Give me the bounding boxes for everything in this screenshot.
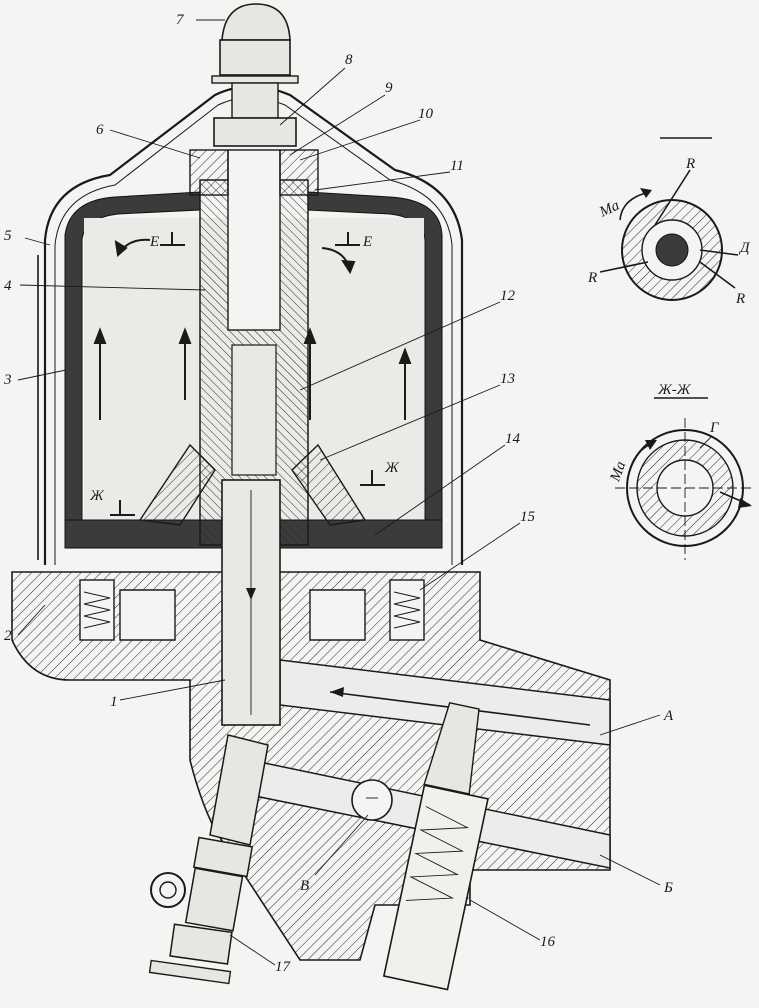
callout-1: 1 (110, 694, 118, 710)
section-top-view (599, 169, 739, 301)
drain-nut (192, 836, 254, 878)
section-top-m: Ma (596, 198, 622, 221)
base-cavity-right (309, 589, 366, 641)
flow-arrowhead-a (330, 687, 344, 697)
callout-6: 6 (96, 122, 104, 138)
axle-down-arrow (246, 588, 256, 600)
stud (231, 82, 279, 119)
bearing-left (189, 149, 229, 196)
section-top-r-right: R (735, 291, 745, 307)
channel-labels: А Б В (300, 708, 674, 896)
pressure-valve-spring (405, 806, 470, 901)
channel-v-label: В (300, 878, 309, 894)
section-marks (110, 232, 385, 516)
leader-lines (17, 19, 661, 966)
callout-16: 16 (540, 934, 556, 950)
section-top-d: Д (738, 240, 751, 256)
callout-11: 11 (450, 158, 464, 174)
callout-17: 17 (275, 959, 292, 975)
mark-labels: Е Е Ж Ж (89, 234, 400, 504)
axle-bore (227, 149, 281, 331)
section-zh-view (615, 418, 755, 560)
callout-labels: 1 2 3 4 5 6 7 8 9 10 11 12 13 14 15 16 1… (3, 12, 556, 975)
cap-nut (221, 3, 291, 41)
drain-pipe (209, 734, 269, 846)
lock-nut (219, 39, 291, 76)
mark-e-right: Е (362, 234, 372, 250)
callout-15: 15 (520, 509, 536, 525)
section-top-r-left: R (587, 270, 597, 286)
section-top-labels: Ma R R R Д (587, 156, 751, 307)
section-top-r-top: R (685, 156, 695, 172)
callout-9: 9 (385, 80, 393, 96)
base-cavity-left (119, 589, 176, 641)
channel-b-label: Б (663, 880, 673, 896)
drain-handle (148, 959, 232, 985)
drain-bottom-nut (169, 923, 233, 965)
callout-10: 10 (418, 106, 434, 122)
nozzle-left (138, 443, 216, 526)
callout-7: 7 (176, 12, 185, 28)
nozzle-right (291, 443, 367, 526)
spring-left (83, 591, 111, 629)
axle-inner (231, 344, 277, 476)
mark-zh-left: Ж (89, 488, 105, 504)
callout-12: 12 (500, 288, 516, 304)
callout-14: 14 (505, 431, 521, 447)
callout-13: 13 (500, 371, 515, 387)
section-zh-labels: Ж-Ж Ma Г (607, 382, 720, 485)
bearing-right (279, 149, 319, 196)
mark-e-left: Е (149, 234, 159, 250)
flow-arrows (93, 238, 412, 420)
section-zh-title: Ж-Ж (657, 382, 692, 398)
section-zh-g: Г (709, 420, 720, 436)
callout-8: 8 (345, 52, 353, 68)
section-zh-m: Ma (607, 459, 629, 484)
valve-needle (423, 702, 480, 795)
drain-handle-ring (150, 872, 186, 908)
drain-handle-hole (159, 881, 177, 899)
pressure-valve-body (382, 784, 489, 991)
callout-4: 4 (4, 278, 12, 294)
washer-top (211, 75, 299, 84)
drain-cock (184, 867, 244, 932)
callout-2: 2 (4, 628, 12, 644)
channel-a-label: А (663, 708, 674, 724)
callout-3: 3 (3, 372, 12, 388)
mark-zh-right: Ж (384, 460, 400, 476)
callout-5: 5 (4, 228, 12, 244)
spring-right (393, 591, 421, 629)
plug-v (351, 779, 393, 821)
